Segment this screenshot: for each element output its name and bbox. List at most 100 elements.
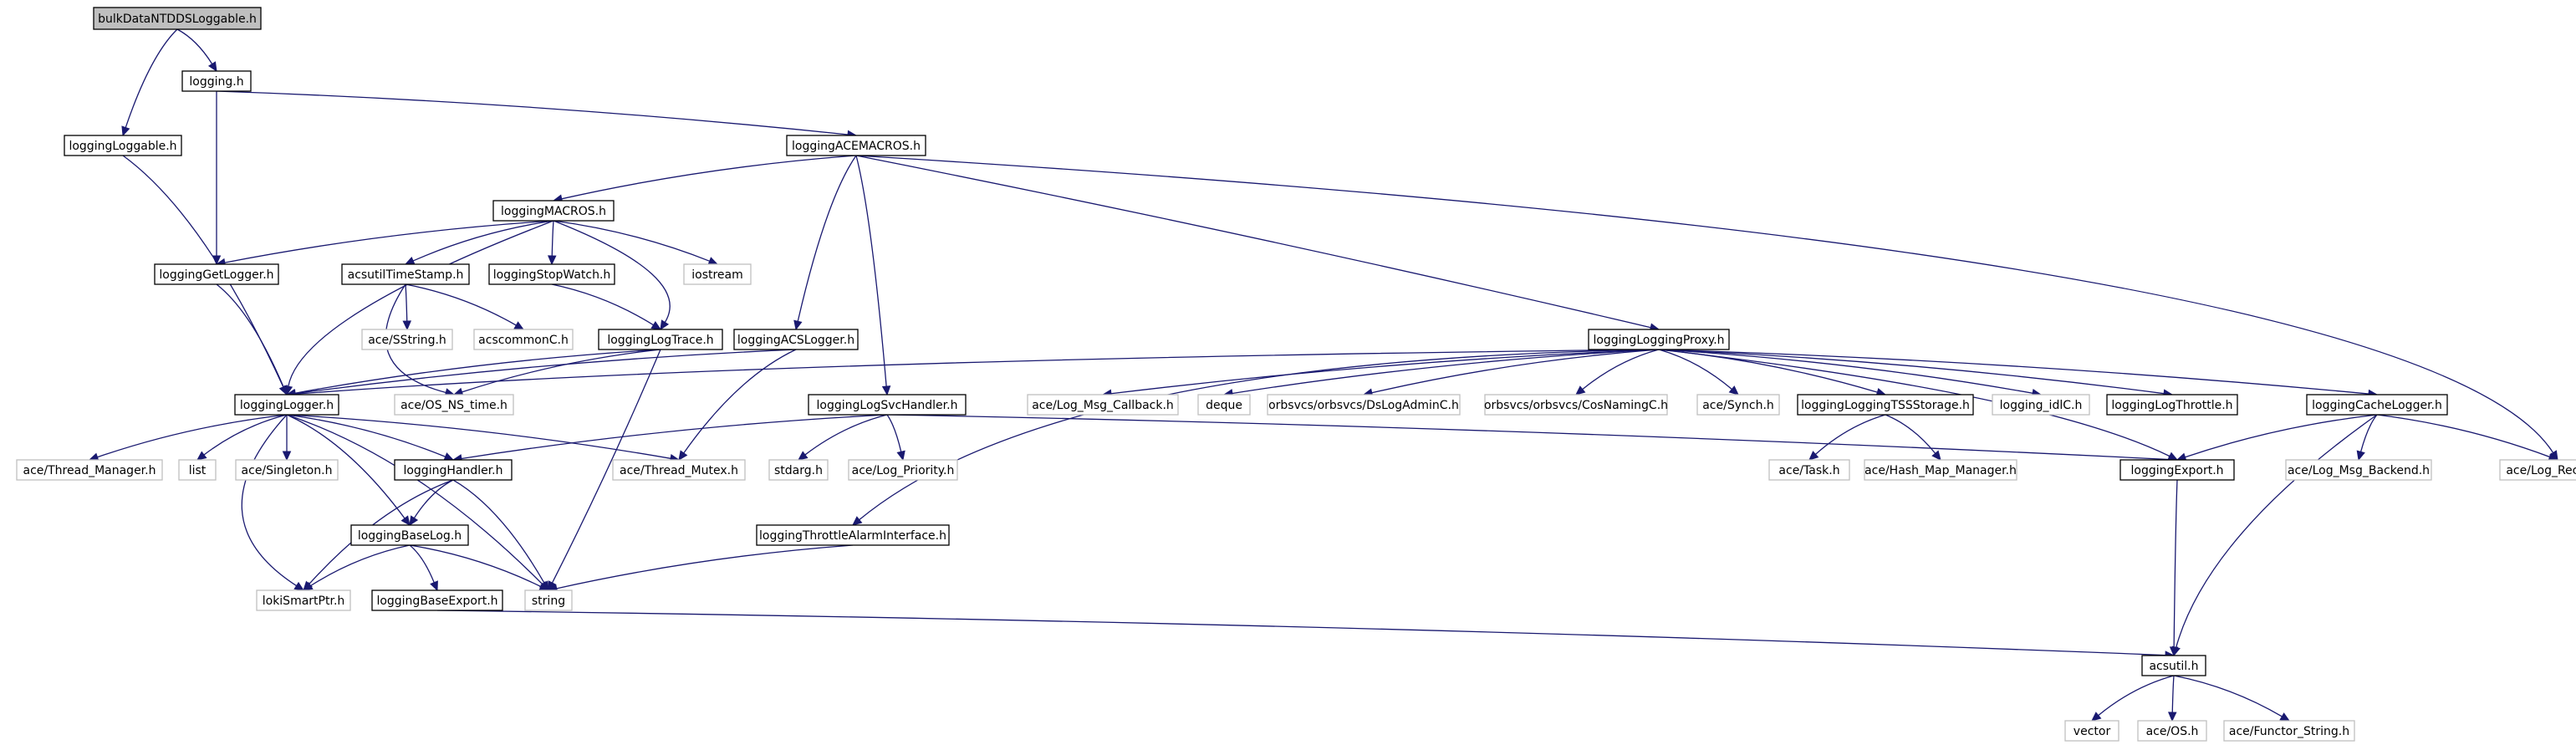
node-cosnaming[interactable]: orbsvcs/orbsvcs/CosNamingC.h [1484,394,1668,416]
node-label: ace/Log_Priority.h [852,464,955,477]
edge-macros-to-timestamp [404,220,554,265]
edge-macros-to-logtrace [553,220,671,331]
node-iostream[interactable]: iostream [683,263,752,285]
node-threadmgr[interactable]: ace/Thread_Manager.h [16,459,163,481]
node-commonc[interactable]: acscommonC.h [473,329,574,350]
node-label: iostream [691,268,743,282]
node-root[interactable]: bulkDataNTDDSLoggable.h [93,7,262,30]
node-export[interactable]: loggingExport.h [2119,459,2235,481]
node-acslogger[interactable]: loggingACSLogger.h [733,329,859,350]
node-task[interactable]: ace/Task.h [1768,459,1850,481]
node-sstring[interactable]: ace/SString.h [361,329,453,350]
node-label: ace/Synch.h [1702,399,1774,412]
edge-baselog-to-string [409,544,550,591]
node-label: list [189,464,207,477]
node-svchandler[interactable]: loggingLogSvcHandler.h [808,394,967,416]
node-label: ace/Thread_Manager.h [23,464,156,477]
node-label: lokiSmartPtr.h [263,594,345,608]
node-label: ace/Task.h [1778,464,1839,477]
edge-macros-to-stopwatch [547,220,557,266]
node-label: ace/Log_Msg_Backend.h [2288,464,2430,477]
node-logging[interactable]: logging.h [181,70,252,92]
node-dslogadmin[interactable]: orbsvcs/orbsvcs/DsLogAdminC.h [1267,394,1461,416]
node-label: ace/Singleton.h [242,464,333,477]
node-label: ace/Functor_String.h [2229,725,2349,738]
node-timestamp[interactable]: acsutilTimeStamp.h [341,263,470,285]
node-label: loggingLoggable.h [69,140,176,153]
edge-timestamp-to-sstring [402,283,412,331]
edge-root-to-logging [176,28,217,73]
edge-logtrace-to-osnstime [452,349,661,396]
edge-baselog-to-smartptr [302,544,411,591]
edge-getlogger-to-logger [216,283,288,396]
node-getlogger[interactable]: loggingGetLogger.h [154,263,279,285]
node-loggable[interactable]: loggingLoggable.h [64,135,182,156]
node-msgbackend[interactable]: ace/Log_Msg_Backend.h [2285,459,2432,481]
edge-logging-to-acemacros [216,90,858,140]
node-idlc[interactable]: logging_idlC.h [1992,394,2090,416]
node-label: ace/Hash_Map_Manager.h [1864,464,2017,477]
node-label: loggingBaseLog.h [358,529,462,543]
node-label: loggingACSLogger.h [737,334,854,347]
edge-logger-to-singleton [282,415,292,462]
node-label: loggingLogTrace.h [607,334,713,347]
node-label: logging_idlC.h [2000,399,2083,412]
node-functorstring[interactable]: ace/Functor_String.h [2223,720,2355,742]
node-logger[interactable]: loggingLogger.h [234,394,339,416]
node-label: ace/Log_Record.h [2506,464,2576,477]
node-smartptr[interactable]: lokiSmartPtr.h [256,589,351,611]
edge-acsutil-to-vector [2091,675,2175,722]
node-os[interactable]: ace/OS.h [2137,720,2207,742]
node-stdarg[interactable]: stdarg.h [768,459,829,481]
node-label: stdarg.h [774,464,823,477]
node-baseexport[interactable]: loggingBaseExport.h [371,589,503,611]
edge-timestamp-to-commonc [405,283,525,330]
edge-baselog-to-baseexport [409,544,438,592]
node-label: acsutilTimeStamp.h [348,268,464,282]
node-singleton[interactable]: ace/Singleton.h [235,459,339,481]
node-acsutil[interactable]: acsutil.h [2141,655,2206,676]
edge-logger-to-smartptr [241,414,305,591]
node-throttle[interactable]: loggingLogThrottle.h [2106,394,2238,416]
edge-baseexport-to-acsutil [436,610,2176,660]
node-proxy[interactable]: loggingLoggingProxy.h [1588,329,1730,350]
node-hashmap[interactable]: ace/Hash_Map_Manager.h [1864,459,2017,481]
edge-tssstorage-to-task [1808,414,1886,461]
node-cachelogger[interactable]: loggingCacheLogger.h [2306,394,2448,416]
node-handler[interactable]: loggingHandler.h [394,459,513,481]
node-alarmiface[interactable]: loggingThrottleAlarmInterface.h [756,524,950,546]
node-list[interactable]: list [178,459,217,481]
node-label: loggingThrottleAlarmInterface.h [759,529,946,543]
node-string[interactable]: string [524,589,573,611]
nodes-layer: bulkDataNTDDSLoggable.h logging.h loggingL… [16,7,2576,742]
node-logtrace[interactable]: loggingLogTrace.h [598,329,723,350]
node-msgcallback[interactable]: ace/Log_Msg_Callback.h [1027,394,1179,416]
node-acemacros[interactable]: loggingACEMACROS.h [786,135,926,156]
node-deque[interactable]: deque [1197,394,1251,416]
node-label: loggingLoggingProxy.h [1593,334,1724,347]
edge-logger-to-baselog [286,414,411,526]
node-tssstorage[interactable]: loggingLoggingTSSStorage.h [1797,394,1974,416]
node-threadmutex[interactable]: ace/Thread_Mutex.h [612,459,746,481]
node-macros[interactable]: loggingMACROS.h [492,200,615,222]
edge-svchandler-to-export [886,414,2179,464]
edge-acemacros-to-macros [552,155,857,203]
edge-logger-to-list [196,414,288,461]
edge-svchandler-to-stdarg [798,414,888,461]
node-vector[interactable]: vector [2064,720,2119,742]
node-label: ace/Thread_Mutex.h [620,464,738,477]
node-label: vector [2074,725,2111,738]
edge-proxy-to-synch [1658,349,1739,395]
edge-cachelogger-to-msgbackend [2356,414,2378,462]
node-logpriority[interactable]: ace/Log_Priority.h [848,459,958,481]
node-synch[interactable]: ace/Synch.h [1696,394,1780,416]
node-label: loggingMACROS.h [501,205,606,218]
edge-cachelogger-to-export [2176,414,2378,462]
node-label: orbsvcs/orbsvcs/CosNamingC.h [1484,399,1668,412]
edge-export-to-acsutil [2169,479,2179,657]
node-logrecord[interactable]: ace/Log_Record.h [2499,459,2576,481]
node-stopwatch[interactable]: loggingStopWatch.h [488,263,615,285]
node-label: ace/OS.h [2146,725,2199,738]
node-osnstime[interactable]: ace/OS_NS_time.h [394,394,514,416]
node-baselog[interactable]: loggingBaseLog.h [350,524,469,546]
